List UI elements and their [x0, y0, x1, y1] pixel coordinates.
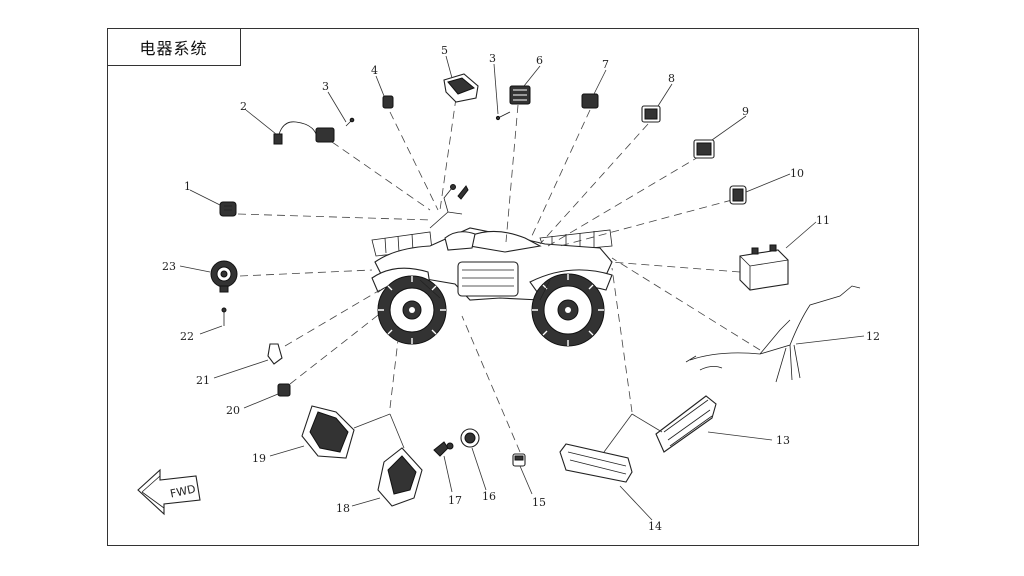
callout-19: 19 — [252, 452, 266, 465]
dashed-leaders — [237, 97, 761, 453]
part-1-switch — [219, 201, 237, 217]
callout-18: 18 — [336, 502, 350, 515]
callout-12: 12 — [866, 330, 880, 343]
callout-8: 8 — [668, 72, 675, 85]
callout-17: 17 — [448, 494, 462, 507]
callout-4: 4 — [371, 64, 378, 77]
part-16-bulb — [460, 428, 480, 448]
callout-10: 10 — [790, 167, 804, 180]
callout-1: 1 — [184, 180, 191, 193]
callout-15: 15 — [532, 496, 546, 509]
callout-23: 23 — [162, 260, 176, 273]
part-13-taillight — [655, 395, 717, 453]
fwd-label: FWD — [169, 482, 197, 500]
callout-13: 13 — [776, 434, 790, 447]
part-3-bolt — [345, 117, 355, 127]
part-15-socket — [512, 453, 526, 467]
part-2-sensor — [273, 121, 335, 145]
part-9-module — [693, 139, 715, 159]
callout-labels: 1 2 3 4 5 3 6 7 8 9 10 11 12 13 14 15 16… — [162, 44, 880, 533]
callout-11: 11 — [816, 214, 830, 227]
callout-22: 22 — [180, 330, 194, 343]
part-6-regulator — [509, 85, 531, 105]
part-23-horn — [210, 260, 238, 293]
callout-5: 5 — [441, 44, 448, 57]
callout-7: 7 — [602, 58, 609, 71]
part-12-harness — [685, 285, 861, 383]
part-11-battery — [739, 244, 789, 291]
part-5-lamp — [443, 73, 479, 103]
part-7-relay — [581, 93, 599, 109]
part-10-connector — [729, 185, 747, 205]
page-title: 电器系统 — [139, 38, 208, 58]
callout-6: 6 — [536, 54, 543, 67]
callout-3b: 3 — [489, 52, 496, 65]
fwd-arrow: FWD — [137, 468, 201, 516]
drawing-frame — [107, 28, 919, 546]
callout-21: 21 — [196, 374, 210, 387]
part-21-clip — [267, 343, 283, 365]
callout-9: 9 — [742, 105, 749, 118]
atv-vehicle — [371, 184, 613, 347]
callout-2: 2 — [240, 100, 247, 113]
part-3b-bolt — [495, 111, 511, 121]
callout-16: 16 — [482, 490, 496, 503]
callout-3: 3 — [322, 80, 329, 93]
part-22-bolt — [221, 307, 227, 326]
part-8-relay — [641, 105, 661, 123]
part-17-holder — [433, 441, 454, 457]
part-4-relay — [382, 95, 394, 109]
callout-20: 20 — [226, 404, 240, 417]
callout-14: 14 — [648, 520, 662, 533]
part-14-lightbar — [559, 443, 633, 483]
title-box: 电器系统 — [107, 28, 241, 66]
part-18-headlight — [377, 447, 423, 507]
part-20-block — [277, 383, 291, 397]
part-19-headlight — [301, 405, 355, 459]
label-leaders — [179, 55, 865, 521]
